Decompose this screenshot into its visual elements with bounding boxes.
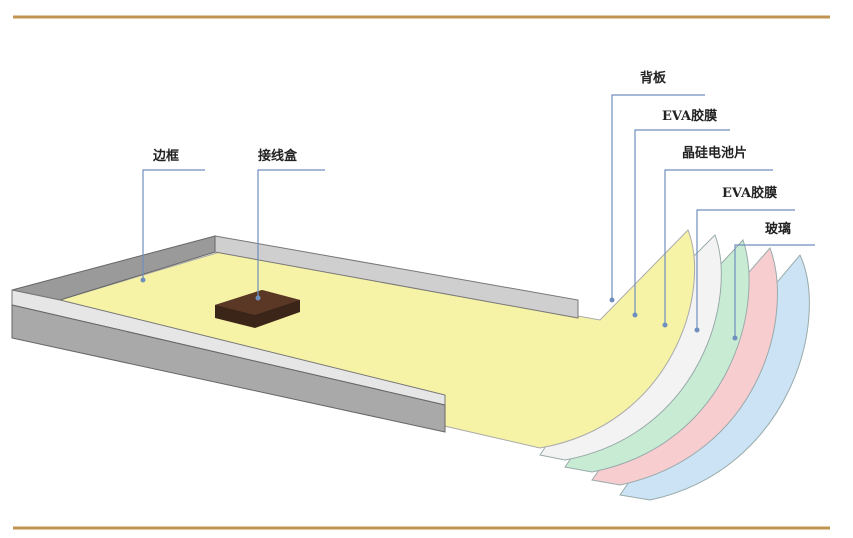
frame — [11, 235, 579, 433]
label-frame: 边框 — [152, 148, 179, 164]
label-backsheet: 背板 — [640, 70, 667, 86]
label-junction-box: 接线盒 — [258, 148, 298, 164]
leader-lines — [140, 94, 815, 341]
junction-box — [215, 290, 300, 328]
label-cells: 晶硅电池片 — [682, 145, 747, 161]
label-eva-bottom: EVA胶膜 — [722, 185, 777, 201]
layer-backsheet — [58, 229, 695, 449]
label-glass: 玻璃 — [765, 221, 791, 237]
label-eva-top: EVA胶膜 — [662, 108, 717, 124]
